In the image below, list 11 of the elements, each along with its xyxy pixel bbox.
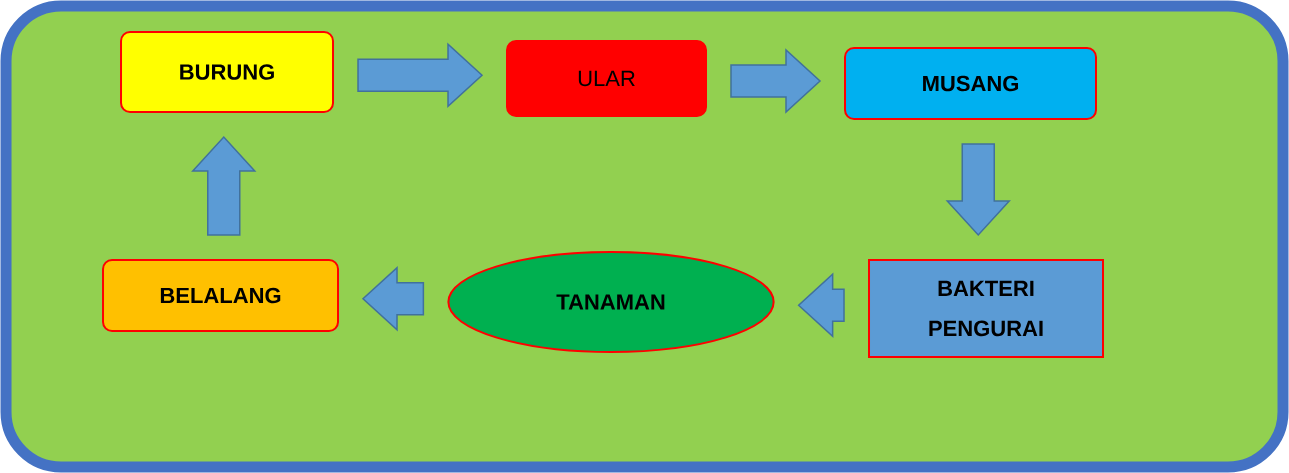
block-arrow	[797, 272, 845, 338]
process-box: ULAR	[506, 40, 707, 117]
block-arrow	[361, 266, 425, 332]
block-arrow	[730, 48, 822, 114]
block-arrow	[191, 135, 257, 236]
process-box: BELALANG	[102, 259, 339, 332]
process-box: BURUNG	[120, 31, 334, 113]
process-box: MUSANG	[844, 47, 1097, 120]
process-box: BAKTERI PENGURAI	[868, 259, 1104, 358]
block-arrow	[945, 143, 1011, 237]
block-arrow	[357, 42, 484, 108]
